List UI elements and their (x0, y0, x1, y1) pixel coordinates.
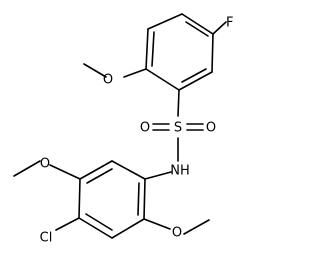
atom-sulfonyl-oxygen-left: O (140, 121, 150, 136)
methoxy-top (83, 63, 147, 78)
atom-methoxy-oxygen-top: O (103, 73, 113, 88)
atom-sulfonyl-oxygen-right: O (206, 121, 216, 136)
atom-methoxy-oxygen-bottom: O (172, 226, 182, 241)
bond-ring-chlorine (55, 217, 80, 231)
methoxy-left (13, 160, 81, 180)
atom-chlorine: Cl (40, 231, 53, 246)
molecule-structure: F O O S O NH O Cl O (13, 13, 233, 246)
atom-methoxy-oxygen-left: O (40, 157, 50, 172)
bond-ring-fluorine (212, 21, 227, 35)
upper-benzene-ring (145, 13, 214, 91)
sulfonyl-group (152, 89, 204, 162)
bond-nitrogen-ring (144, 171, 172, 180)
lower-benzene-ring (78, 160, 146, 239)
atom-sulfur: S (174, 121, 182, 136)
methoxy-bottom (143, 218, 210, 235)
atom-amine: NH (170, 164, 190, 179)
atom-fluorine: F (226, 16, 233, 31)
